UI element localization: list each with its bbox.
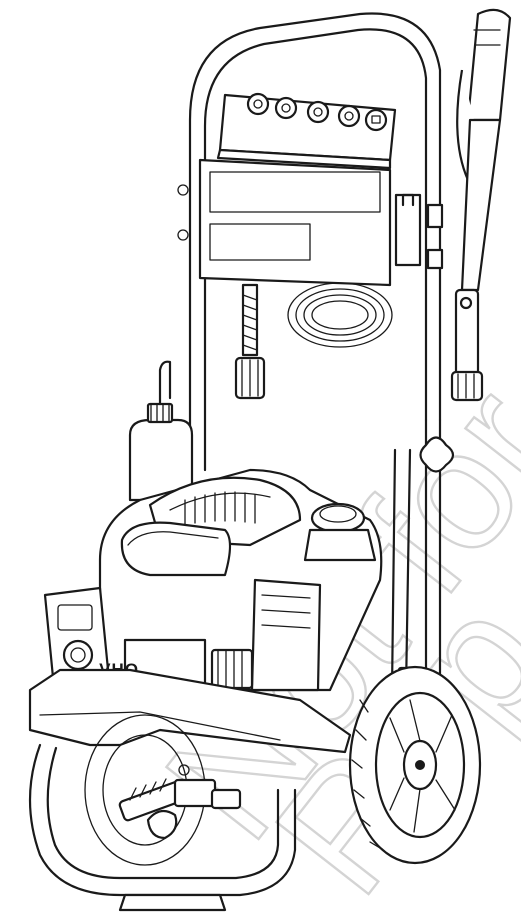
label-panel xyxy=(177,158,392,287)
nozzle-tips xyxy=(246,92,388,132)
spray-gun xyxy=(450,8,512,402)
nozzle-holder xyxy=(216,92,397,170)
right-wheel xyxy=(348,665,482,865)
pump-fittings xyxy=(118,764,242,840)
engine: OHV xyxy=(43,468,383,700)
base-frame xyxy=(28,668,352,912)
hose-fitting xyxy=(234,283,266,400)
frame-knob xyxy=(419,436,455,473)
detergent-bottle xyxy=(128,360,194,502)
hose-coil xyxy=(287,282,393,348)
